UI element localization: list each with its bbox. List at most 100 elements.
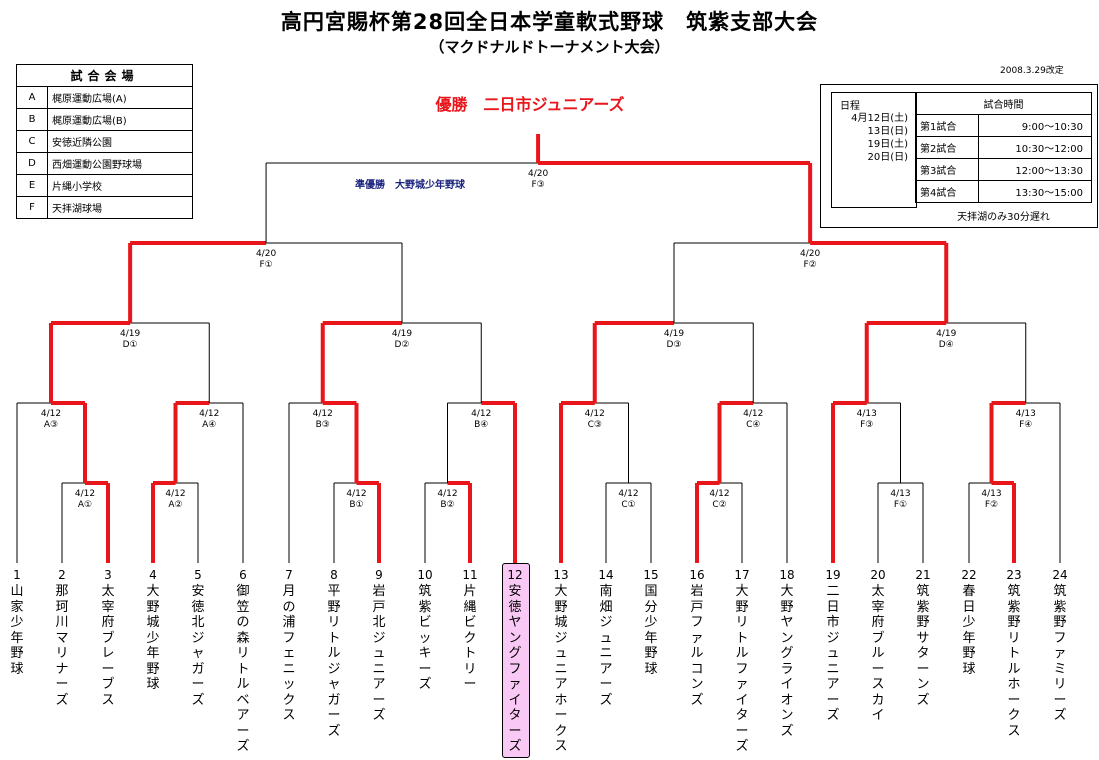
team-number: 8	[330, 568, 338, 582]
match-date: 4/12	[199, 409, 220, 419]
match-slot: F①	[259, 260, 273, 270]
team-name: 大野城少年野球	[146, 584, 160, 692]
match-slot: C④	[746, 420, 761, 430]
match-slot: A④	[202, 420, 217, 430]
team-name: 二日市ジュニアーズ	[826, 584, 840, 723]
match-slot: F③	[860, 420, 874, 430]
match-slot: C③	[587, 420, 602, 430]
match-slot: F②	[984, 500, 999, 510]
schedule-date: 4月12日(土)	[851, 113, 908, 124]
match-slot: F③	[531, 180, 545, 190]
team-number: 7	[285, 568, 293, 582]
venue-table-header: 試合会場	[16, 64, 193, 87]
team-number: 12	[507, 568, 523, 582]
match-slot: F②	[803, 260, 817, 270]
team-name: 岩戸ファルコンズ	[690, 584, 704, 708]
team-name: 安徳ヤングファイターズ	[508, 584, 522, 754]
match-date: 4/12	[743, 409, 764, 419]
match-slot: B①	[349, 500, 364, 510]
match-date: 4/12	[437, 489, 458, 499]
team-number: 1	[13, 568, 21, 582]
team-name: 南畑ジュニアーズ	[599, 584, 613, 708]
page-title: 高円宮賜杯第28回全日本学童軟式野球 筑紫支部大会	[280, 10, 819, 34]
team-name: 安徳北ジャガーズ	[191, 584, 205, 708]
team-number: 2	[58, 568, 66, 582]
match-slot: D①	[122, 340, 138, 350]
match-date: 4/12	[709, 489, 730, 499]
team-number: 21	[915, 568, 931, 582]
team-name: 大野城ジュニアホークス	[554, 584, 568, 754]
runner-up-label: 準優勝 大野城少年野球	[355, 180, 465, 191]
team-name: 片縄ビクトリー	[463, 584, 477, 692]
match-slot: A③	[43, 420, 59, 430]
match-slot: A①	[77, 500, 93, 510]
team-name: 御笠の森リトルベアーズ	[236, 584, 250, 754]
match-date: 4/12	[346, 489, 367, 499]
schedule-box	[820, 84, 1098, 228]
match-date: 4/19	[391, 329, 413, 339]
team-number: 15	[643, 568, 659, 582]
match-slot: C①	[621, 500, 636, 510]
match-slot: D④	[938, 340, 954, 350]
match-date: 4/12	[312, 409, 333, 419]
team-name: 大野ヤングライオンズ	[780, 584, 794, 739]
match-slot: D②	[394, 340, 410, 350]
team-name: 筑紫野ファミリーズ	[1053, 584, 1067, 723]
match-slot: F④	[1019, 420, 1033, 430]
match-slot: F①	[893, 500, 908, 510]
team-name: 大野リトルファイターズ	[735, 584, 749, 754]
team-name: 春日少年野球	[962, 584, 976, 677]
match-slot: B④	[474, 420, 489, 430]
game-label: 第4試合	[914, 180, 980, 203]
team-number: 22	[961, 568, 977, 582]
match-date: 4/13	[856, 409, 877, 419]
team-number: 16	[689, 568, 705, 582]
team-number: 17	[734, 568, 750, 582]
highlight-team-box	[502, 563, 530, 758]
champion-label: 優勝 二日市ジュニアーズ	[435, 95, 625, 114]
match-date: 4/13	[981, 489, 1002, 499]
match-date: 4/20	[527, 169, 549, 179]
match-date: 4/20	[800, 249, 821, 259]
match-slot: C②	[712, 500, 727, 510]
page-subtitle: （マクドナルドトーナメント大会）	[429, 38, 670, 56]
match-slot: D③	[666, 340, 682, 350]
schedule-dates-header: 日程	[840, 101, 860, 112]
team-name: 岩戸北ジュニアーズ	[372, 584, 386, 723]
team-number: 14	[598, 568, 614, 582]
match-date: 4/12	[471, 409, 492, 419]
team-number: 20	[870, 568, 886, 582]
team-number: 4	[149, 568, 157, 582]
game-time: 13:30〜15:00	[978, 180, 1092, 203]
team-name: 那珂川マリナーズ	[55, 584, 69, 708]
schedule-note: 天拝湖のみ30分遅れ	[957, 212, 1050, 223]
match-date: 4/19	[120, 329, 141, 339]
venue-name: 天拝湖球場	[47, 196, 193, 219]
team-number: 6	[239, 568, 247, 582]
team-number: 5	[194, 568, 202, 582]
match-date: 4/12	[618, 489, 639, 499]
team-number: 24	[1052, 568, 1068, 582]
team-name: 筑紫野サターンズ	[916, 584, 930, 708]
match-date: 4/13	[890, 489, 911, 499]
